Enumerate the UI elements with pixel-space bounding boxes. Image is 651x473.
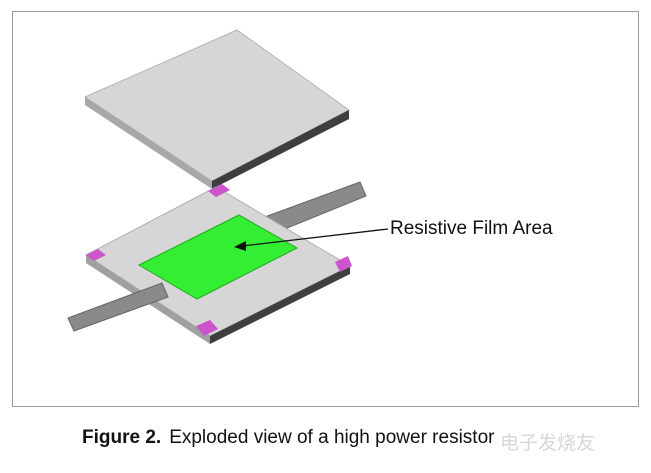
figure-number: Figure 2. — [82, 427, 162, 448]
corner-pads — [86, 184, 352, 336]
caption-text: Exploded view of a high power resistor — [169, 427, 495, 448]
figure-caption: Figure 2. Exploded view of a high power r… — [82, 427, 494, 449]
cover-plate — [83, 29, 350, 189]
resistive-film — [137, 214, 299, 300]
callout-label: Resistive Film Area — [390, 218, 553, 239]
callout-arrow — [234, 228, 389, 251]
lead-strip-left — [67, 282, 169, 332]
watermark: 电子发烧友 — [500, 432, 596, 454]
